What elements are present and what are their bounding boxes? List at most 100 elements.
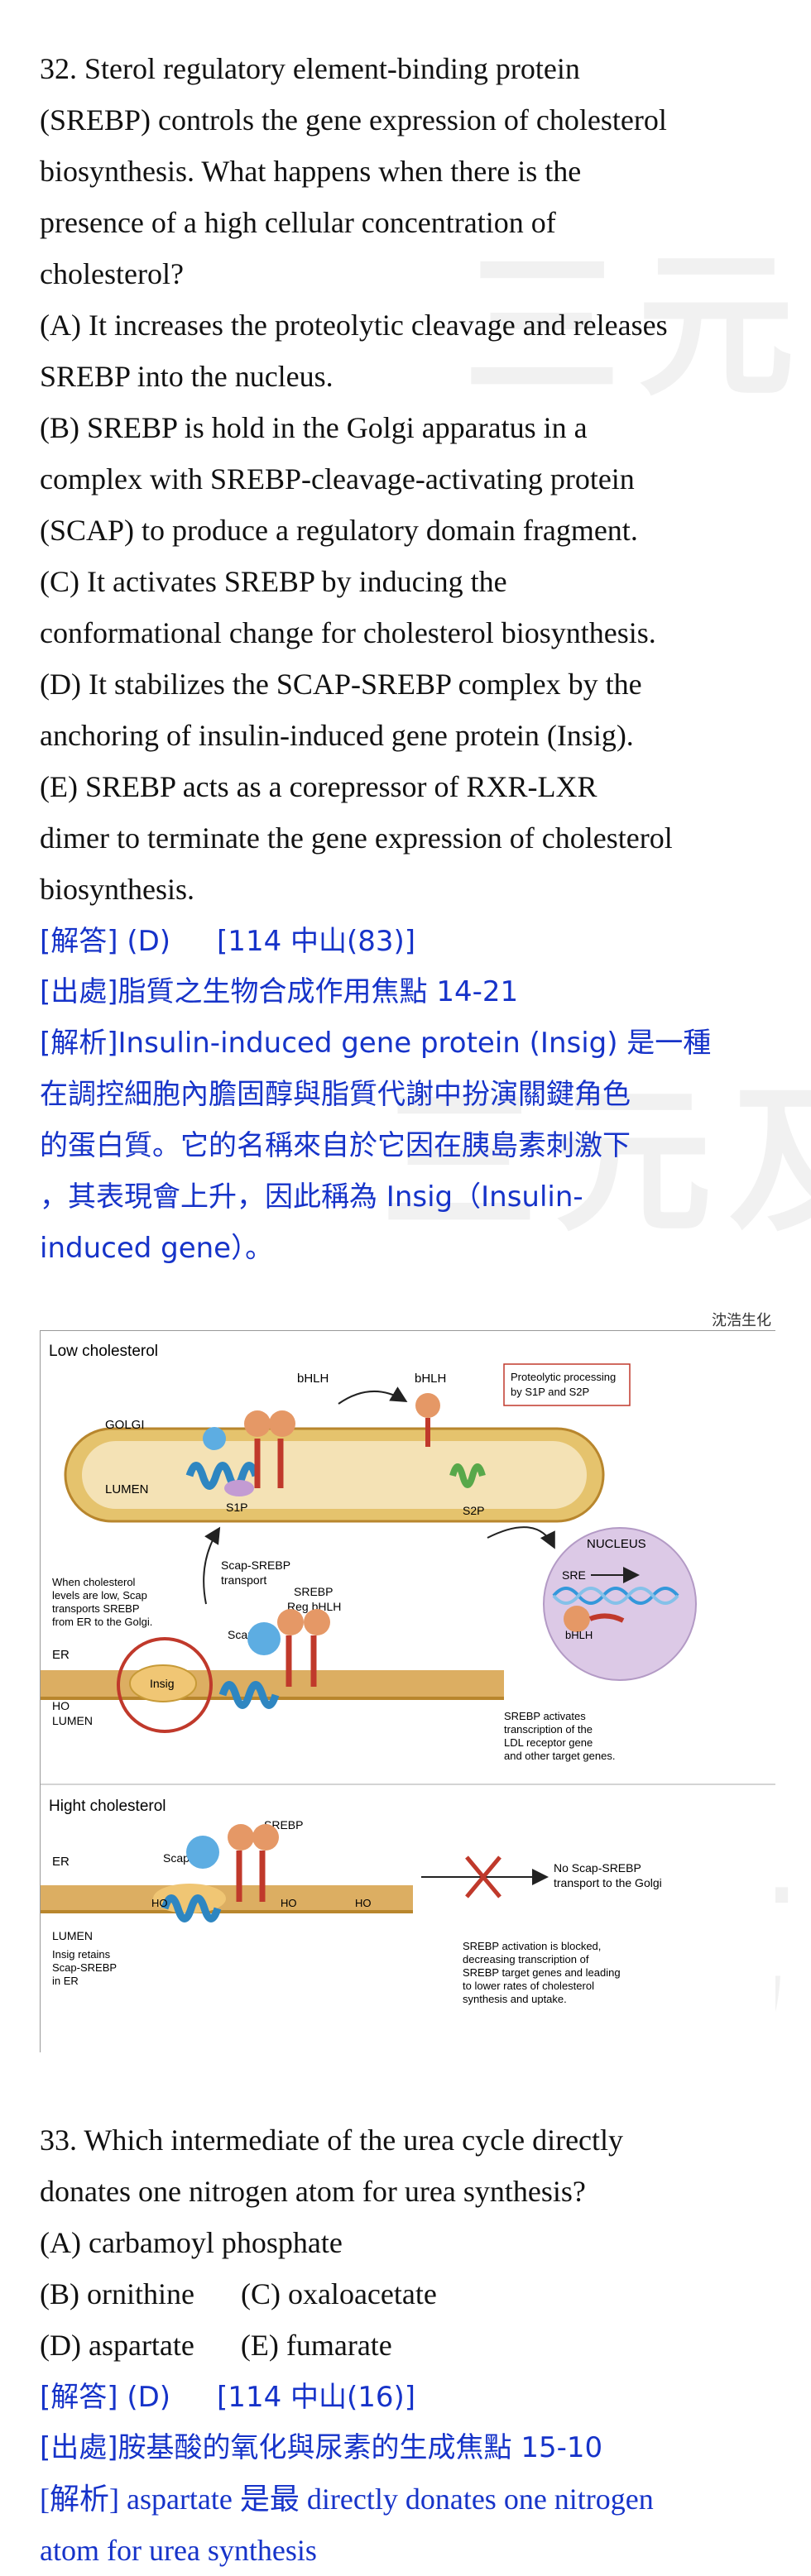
blocked-note-4: to lower rates of cholesterol bbox=[463, 1980, 594, 1992]
q32-question-line: cholesterol? bbox=[40, 257, 184, 290]
proteolytic-text-2: by S1P and S2P bbox=[511, 1386, 589, 1398]
q33-question-line: 33. Which intermediate of the urea cycle… bbox=[40, 2124, 624, 2157]
reg-bhlh-label: Reg bHLH bbox=[287, 1600, 341, 1613]
q32-analysis-line: [解析]Insulin-induced gene protein (Insig)… bbox=[40, 1027, 712, 1060]
scap-protein-golgi bbox=[185, 1427, 260, 1490]
s2p-label: S2P bbox=[463, 1504, 484, 1517]
no-transport-1: No Scap-SREBP bbox=[554, 1861, 641, 1875]
q32-option-a: SREBP into the nucleus. bbox=[40, 360, 334, 393]
activates-note-2: transcription of the bbox=[504, 1723, 593, 1736]
q33-answer: [解答] (D) [114 中山(16)] bbox=[40, 2371, 415, 2423]
bhlh-label-golgi: bHLH bbox=[297, 1372, 329, 1386]
bhlh-label-cleaved: bHLH bbox=[415, 1372, 446, 1386]
insig-protein bbox=[129, 1664, 197, 1702]
low-note-2: levels are low, Scap bbox=[52, 1589, 147, 1602]
q33-option-e: (E) fumarate bbox=[240, 2329, 392, 2362]
er-label-high: ER bbox=[52, 1855, 70, 1869]
insig-retains-3: in ER bbox=[52, 1975, 79, 1987]
answer-label: [解答] (D) bbox=[40, 2381, 171, 2414]
insig-retains-2: Scap-SREBP bbox=[52, 1961, 117, 1974]
q32-option-e: dimer to terminate the gene expression o… bbox=[40, 821, 673, 855]
er-membrane-high bbox=[41, 1885, 413, 1910]
nucleus-label: NUCLEUS bbox=[587, 1537, 646, 1551]
cleaved-bhlh bbox=[415, 1393, 440, 1418]
low-cholesterol-title: Low cholesterol bbox=[49, 1343, 158, 1360]
scap-label-high: Scap bbox=[163, 1851, 190, 1865]
insig-label: Insig bbox=[150, 1677, 175, 1690]
insig-retains-1: Insig retains bbox=[52, 1948, 111, 1961]
q33-options-de: (D) aspartate (E) fumarate bbox=[40, 2320, 392, 2371]
q33-option-d: (D) aspartate bbox=[40, 2329, 194, 2362]
transport-label-1: Scap-SREBP bbox=[221, 1559, 290, 1572]
proteolytic-box bbox=[503, 1363, 631, 1406]
high-cholesterol-title: Hight cholesterol bbox=[49, 1798, 166, 1815]
scap-srebp-complex-high bbox=[153, 1824, 279, 1922]
scap-srebp-complex-low bbox=[218, 1609, 330, 1709]
q33-question-line: donates one nitrogen atom for urea synth… bbox=[40, 2175, 586, 2208]
ho-label-high: HO bbox=[355, 1897, 372, 1909]
q32-analysis-line: 在調控細胞內膽固醇與脂質代謝中扮演關鍵角色 bbox=[40, 1078, 631, 1111]
srebp-label-low: SREBP bbox=[294, 1585, 333, 1598]
er-label-low: ER bbox=[52, 1648, 70, 1662]
ho-label-low: HO bbox=[52, 1699, 70, 1712]
answer-source: [114 中山(83)] bbox=[217, 925, 416, 958]
ho-label-high: HO bbox=[151, 1897, 168, 1909]
srebp-protein-golgi bbox=[244, 1410, 295, 1488]
q32-option-b: complex with SREBP-cleavage-activating p… bbox=[40, 462, 635, 496]
er-membrane-low bbox=[41, 1670, 504, 1697]
figure-frame: Low cholesterol GOLGI LUMEN bbox=[40, 1330, 775, 2052]
answer-label: [解答] (D) bbox=[40, 925, 171, 958]
q32-option-d: (D) It stabilizes the SCAP-SREBP complex… bbox=[40, 668, 642, 701]
q32-option-d: anchoring of insulin-induced gene protei… bbox=[40, 719, 634, 752]
lumen-label-high: LUMEN bbox=[52, 1929, 93, 1942]
srebp-regulation-figure: 沈浩生化 Low cholesterol GOLGI LUMEN bbox=[40, 1309, 776, 2053]
s1p-label: S1P bbox=[226, 1501, 247, 1514]
q33-options-bc: (B) ornithine(C) oxaloacetate bbox=[40, 2268, 437, 2320]
srebp-diagram: Low cholesterol GOLGI LUMEN bbox=[41, 1343, 775, 2005]
q33-option-b: (B) ornithine bbox=[40, 2277, 194, 2310]
q32-option-c: (C) It activates SREBP by inducing the bbox=[40, 565, 507, 598]
q32-option-a: (A) It increases the proteolytic cleavag… bbox=[40, 309, 668, 342]
dna-helix bbox=[552, 1587, 679, 1605]
proteolytic-text-1: Proteolytic processing bbox=[511, 1371, 616, 1383]
q32-analysis-line: ，其表現會上升，因此稱為 Insig（Insulin- bbox=[40, 1180, 583, 1214]
activates-note-4: and other target genes. bbox=[504, 1750, 615, 1762]
blocked-note-5: synthesis and uptake. bbox=[463, 1993, 567, 2005]
blocked-note-3: SREBP target genes and leading bbox=[463, 1966, 621, 1979]
sre-label: SRE bbox=[562, 1568, 586, 1582]
q32-option-b: (SCAP) to produce a regulatory domain fr… bbox=[40, 514, 638, 547]
golgi-lumen bbox=[82, 1441, 587, 1509]
q32-option-e: biosynthesis. bbox=[40, 873, 195, 906]
q32-analysis-line: induced gene）。 bbox=[40, 1232, 274, 1265]
q32-question-line: (SREBP) controls the gene expression of … bbox=[40, 103, 667, 136]
ho-label-high: HO bbox=[281, 1897, 297, 1909]
q32-origin: [出處]脂質之生物合成作用焦點 14-21 bbox=[40, 975, 519, 1008]
q33-analysis-line: atom for urea synthesis bbox=[40, 2534, 317, 2567]
q32-option-e: (E) SREBP acts as a corepressor of RXR-L… bbox=[40, 770, 597, 803]
insig-highlight-circle bbox=[117, 1637, 213, 1733]
q32-answer: [解答] (D) [114 中山(83)] bbox=[40, 915, 415, 967]
no-transport-2: transport to the Golgi bbox=[554, 1876, 662, 1889]
low-note-4: from ER to the Golgi. bbox=[52, 1616, 152, 1628]
blocked-note-1: SREBP activation is blocked, bbox=[463, 1940, 601, 1952]
s1p-enzyme bbox=[224, 1480, 254, 1496]
blocked-x-mark bbox=[465, 1855, 501, 1898]
transport-label-2: transport bbox=[221, 1573, 266, 1587]
lumen-label-low: LUMEN bbox=[52, 1714, 93, 1727]
q32-option-c: conformational change for cholesterol bi… bbox=[40, 616, 656, 649]
s2p-enzyme bbox=[449, 1463, 486, 1488]
activates-note-1: SREBP activates bbox=[504, 1710, 586, 1722]
q33-analysis-line: [解析] aspartate 是最 directly donates one n… bbox=[40, 2483, 654, 2516]
q32-question-line: 32. Sterol regulatory element-binding pr… bbox=[40, 52, 580, 85]
activates-note-3: LDL receptor gene bbox=[504, 1736, 593, 1749]
low-note-1: When cholesterol bbox=[52, 1576, 136, 1588]
answer-source: [114 中山(16)] bbox=[217, 2381, 416, 2414]
golgi-lumen-label: LUMEN bbox=[105, 1482, 149, 1496]
bhlh-label-nucleus: bHLH bbox=[565, 1629, 593, 1641]
q33-origin: [出處]胺基酸的氧化與尿素的生成焦點 15-10 bbox=[40, 2431, 603, 2464]
figure-credit: 沈浩生化 bbox=[712, 1312, 771, 1329]
q33-option-a: (A) carbamoyl phosphate bbox=[40, 2226, 343, 2259]
q32-analysis-line: 的蛋白質。它的名稱來自於它因在胰島素刺激下 bbox=[40, 1129, 631, 1162]
q32-question-line: biosynthesis. What happens when there is… bbox=[40, 155, 582, 188]
